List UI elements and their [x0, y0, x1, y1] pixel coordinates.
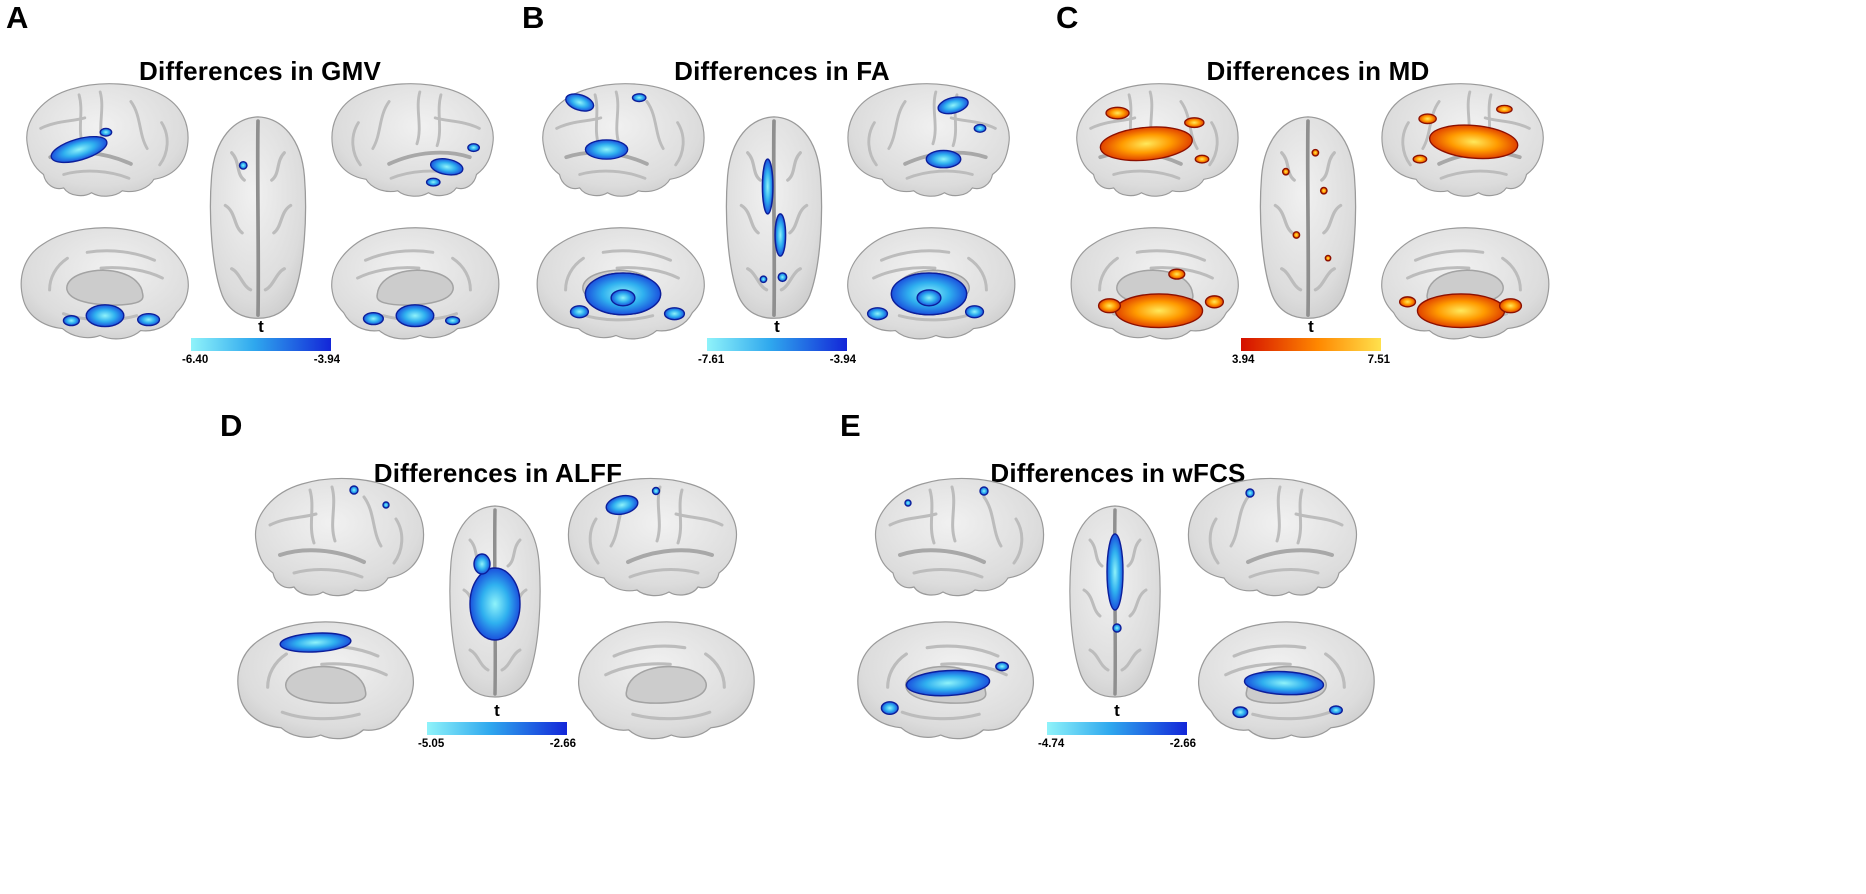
cluster-overlay	[238, 160, 248, 170]
cluster-overlay	[469, 553, 521, 641]
colorbar-min-label: -5.05	[418, 738, 445, 750]
panel-letter: C	[1056, 0, 1079, 35]
cluster-overlay	[759, 158, 788, 284]
brain-lateral-left-view	[8, 70, 200, 206]
panel-title: Differences in FA	[674, 55, 890, 86]
colorbar: t 3.94 7.51	[1232, 317, 1390, 366]
colorbar-gradient	[191, 338, 331, 351]
colorbar-stat-label: t	[774, 317, 780, 336]
cluster-overlay	[279, 632, 352, 653]
cluster-overlay	[904, 486, 989, 507]
cluster-overlay	[362, 304, 461, 328]
brain-medial-right-view	[314, 214, 512, 354]
cluster-overlay	[565, 93, 647, 160]
cluster-overlay	[1245, 488, 1255, 498]
brain-medial-left-view	[224, 608, 432, 754]
colorbar-max-label: -2.66	[1169, 738, 1196, 750]
cluster-overlay	[880, 661, 1010, 716]
brain-medial-left-view	[844, 608, 1052, 754]
cluster-overlay	[925, 96, 987, 169]
brain-medial-right-view	[830, 214, 1028, 354]
colorbar-min-label: 3.94	[1232, 354, 1255, 366]
brain-lateral-right-view	[836, 70, 1028, 206]
colorbar-max-label: -3.94	[829, 354, 856, 366]
colorbar-gradient	[707, 338, 847, 351]
panel-gmv: A Differences in GMV	[6, 0, 514, 408]
colorbar: t -7.61 -3.94	[698, 317, 856, 366]
panel-title: Differences in ALFF	[373, 457, 623, 488]
brain-medial-right-view	[560, 608, 768, 754]
cluster-overlay	[349, 485, 390, 509]
colorbar-min-label: -4.74	[1038, 738, 1065, 750]
brain-lateral-right-view	[1370, 70, 1562, 206]
panel-fa: B Differences in FA	[522, 0, 1042, 408]
colorbar-min-label: -7.61	[698, 354, 725, 366]
brain-dorsal-view	[1250, 110, 1366, 322]
colorbar-stat-label: t	[1308, 317, 1314, 336]
brain-lateral-left-view	[236, 464, 436, 606]
colorbar-stat-label: t	[258, 317, 264, 336]
panel-md: C Differences in MD	[1056, 0, 1580, 408]
brain-dorsal-view	[716, 110, 832, 322]
brain-lateral-right-view	[320, 70, 512, 206]
colorbar: t -5.05 -2.66	[418, 701, 576, 750]
panel-alff: D Differences in ALFF	[220, 408, 776, 778]
panel-letter: E	[840, 408, 861, 443]
cluster-overlay	[1106, 533, 1124, 633]
brain-lateral-left-view	[856, 464, 1056, 606]
colorbar-stat-label: t	[1114, 701, 1120, 720]
colorbar-stat-label: t	[494, 701, 500, 720]
brain-medial-right-view	[1364, 214, 1562, 354]
panel-wfcs: E Differences in wFCS	[840, 408, 1396, 778]
cluster-overlay	[569, 272, 686, 321]
panel-title: Differences in MD	[1206, 55, 1430, 86]
cluster-overlay	[866, 272, 985, 321]
colorbar: t -4.74 -2.66	[1038, 701, 1196, 750]
brain-medial-right-view	[1180, 608, 1388, 754]
panel-title: Differences in wFCS	[990, 457, 1246, 488]
panel-letter: A	[6, 0, 29, 35]
brain-medial-left-view	[1058, 214, 1256, 354]
cluster-overlay	[1232, 670, 1343, 719]
cluster-overlay	[50, 127, 113, 164]
brain-lateral-left-view	[1058, 70, 1250, 206]
brain-dorsal-view	[1054, 500, 1176, 700]
panel-letter: D	[220, 408, 243, 443]
brain-lateral-right-view	[556, 464, 756, 606]
cluster-overlay	[1412, 104, 1519, 164]
panel-title: Differences in GMV	[139, 55, 381, 86]
colorbar-max-label: -3.94	[313, 354, 340, 366]
cluster-overlay	[425, 143, 481, 187]
cluster-overlay	[62, 304, 161, 328]
colorbar-max-label: 7.51	[1367, 354, 1390, 366]
brain-dorsal-view	[434, 500, 556, 700]
cluster-overlay	[1398, 293, 1523, 329]
brain-lateral-left-view	[524, 70, 716, 206]
cluster-overlay	[1097, 268, 1225, 329]
colorbar-gradient	[1047, 722, 1187, 735]
colorbar-gradient	[1241, 338, 1381, 351]
colorbar-min-label: -6.40	[182, 354, 209, 366]
cluster-overlay	[605, 486, 661, 516]
colorbar-max-label: -2.66	[549, 738, 576, 750]
colorbar-gradient	[427, 722, 567, 735]
cluster-overlay	[1099, 106, 1210, 164]
brain-dorsal-view	[200, 110, 316, 322]
brain-medial-left-view	[8, 214, 206, 354]
brain-lateral-right-view	[1176, 464, 1376, 606]
colorbar: t -6.40 -3.94	[182, 317, 340, 366]
panel-letter: B	[522, 0, 545, 35]
brain-medial-left-view	[524, 214, 722, 354]
cluster-overlay	[1281, 148, 1332, 262]
